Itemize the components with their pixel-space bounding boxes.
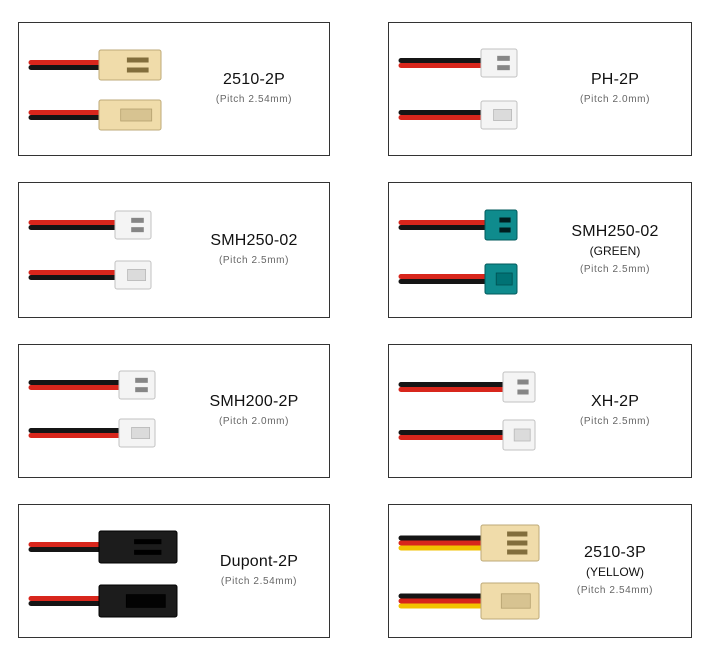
latch: [120, 108, 153, 122]
connector-variant: (GREEN): [589, 244, 641, 258]
connector-pitch: (Pitch 2.0mm): [218, 416, 290, 427]
connector-card-dupont-2p: Dupont-2P (Pitch 2.54mm): [18, 504, 330, 638]
connector-variant: (YELLOW): [585, 565, 644, 579]
pin-slot: [507, 549, 528, 555]
connector-name: SMH250-02: [210, 232, 298, 249]
latch: [125, 594, 166, 608]
connector-pitch: (Pitch 2.5mm): [579, 264, 651, 275]
pin-slot: [499, 227, 511, 233]
connector-name: XH-2P: [590, 393, 640, 410]
pin-slot: [135, 387, 148, 393]
latch: [127, 269, 146, 282]
connector-name: PH-2P: [590, 71, 640, 88]
latch: [500, 593, 531, 609]
connector-card-smh250-02-green: SMH250-02 (GREEN) (Pitch 2.5mm): [388, 182, 692, 318]
connector-photo-xh-2p: [398, 371, 536, 451]
connector-card-smh200-2p: SMH200-2P (Pitch 2.0mm): [18, 344, 330, 478]
connector-pitch: (Pitch 2.5mm): [218, 255, 290, 266]
pin-slot: [134, 539, 162, 545]
connector-name: SMH200-2P: [209, 393, 299, 410]
latch: [513, 428, 531, 442]
pin-slot: [497, 65, 510, 71]
connector-photo-smh250-02: [28, 210, 152, 290]
connector-photo-ph-2p: [398, 48, 518, 130]
connector-housing: [480, 48, 518, 78]
pin-slot: [126, 67, 149, 73]
connector-photo-2510-2p: [28, 49, 162, 131]
connector-housing: [484, 209, 518, 241]
connector-card-smh250-02: SMH250-02 (Pitch 2.5mm): [18, 182, 330, 318]
connector-pitch: (Pitch 2.0mm): [579, 94, 651, 105]
connector-housing: [98, 49, 162, 81]
latch: [493, 109, 512, 122]
connector-card-2510-3p: 2510-3P (YELLOW) (Pitch 2.54mm): [388, 504, 692, 638]
pin-slot: [131, 227, 144, 233]
connector-photo-dupont-2p: [28, 530, 178, 618]
connector-name: Dupont-2P: [219, 553, 299, 570]
pin-slot: [517, 379, 529, 385]
pin-slot: [126, 57, 149, 63]
connector-pitch: (Pitch 2.5mm): [579, 416, 651, 427]
pin-slot: [517, 389, 529, 395]
connector-name: 2510-2P: [223, 71, 285, 88]
connector-housing: [118, 370, 156, 400]
connector-name: SMH250-02: [571, 223, 659, 240]
connector-card-xh-2p: XH-2P (Pitch 2.5mm): [388, 344, 692, 478]
connector-pitch: (Pitch 2.54mm): [215, 94, 293, 105]
pin-slot: [499, 217, 511, 223]
connector-housing: [114, 210, 152, 240]
latch: [495, 272, 513, 286]
connector-pitch: (Pitch 2.54mm): [576, 585, 654, 596]
connector-pitch: (Pitch 2.54mm): [220, 576, 298, 587]
connector-card-2510-2p: 2510-2P (Pitch 2.54mm): [18, 22, 330, 156]
connector-housing: [98, 530, 178, 564]
connector-photo-smh200-2p: [28, 370, 156, 448]
connector-housing: [502, 371, 536, 403]
connector-name: 2510-3P: [584, 544, 646, 561]
pin-slot: [507, 540, 528, 546]
latch: [131, 427, 150, 440]
pin-slot: [131, 217, 144, 223]
pin-slot: [135, 377, 148, 383]
pin-slot: [497, 55, 510, 61]
connector-photo-smh250-02-green: [398, 209, 518, 295]
connector-photo-2510-3p: [398, 524, 540, 620]
connector-card-ph-2p: PH-2P (Pitch 2.0mm): [388, 22, 692, 156]
pin-slot: [507, 531, 528, 537]
pin-slot: [134, 549, 162, 555]
